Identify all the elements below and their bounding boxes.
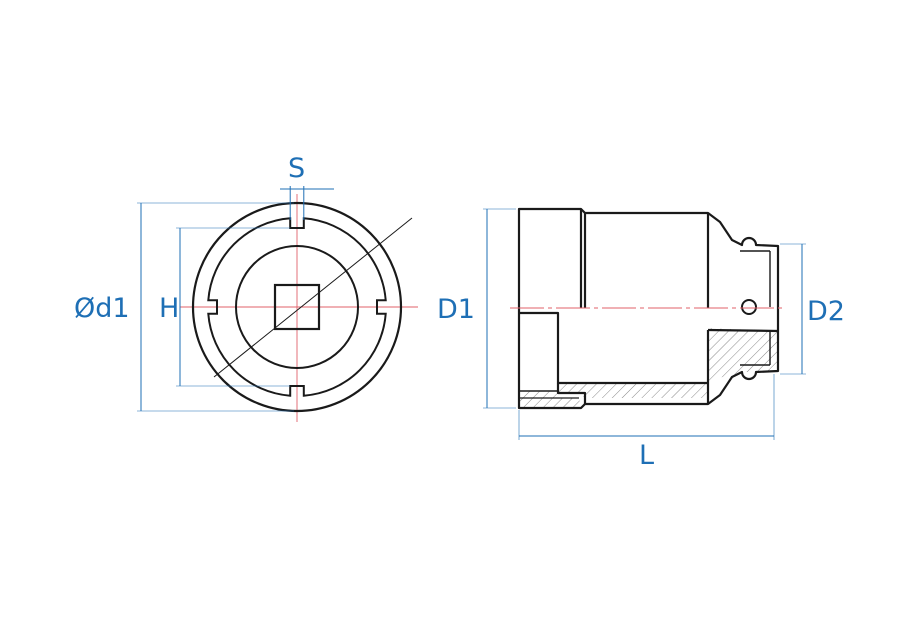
side-outline bbox=[517, 207, 780, 410]
front-centerlines bbox=[180, 194, 418, 422]
dim-label-s: S bbox=[288, 153, 305, 184]
hatch-body-section-mid bbox=[558, 328, 778, 398]
hatch-body-section bbox=[519, 398, 580, 407]
dim-label-L: L bbox=[639, 440, 654, 471]
square-drive bbox=[273, 283, 321, 331]
bore-circle bbox=[235, 245, 359, 369]
front-dimensions bbox=[137, 186, 334, 412]
side-view bbox=[510, 207, 785, 410]
inner-lug-profile bbox=[207, 217, 387, 397]
dim-label-D2: D2 bbox=[807, 296, 845, 327]
front-view bbox=[180, 194, 418, 422]
dim-label-D1: D1 bbox=[437, 294, 475, 325]
side-dimensions bbox=[483, 208, 806, 440]
outer-diameter-circle bbox=[191, 201, 403, 413]
dim-label-d1: Ød1 bbox=[74, 293, 130, 324]
section-line bbox=[213, 217, 413, 378]
hatch-collar-section bbox=[519, 391, 558, 398]
dim-label-h: H bbox=[159, 293, 179, 324]
